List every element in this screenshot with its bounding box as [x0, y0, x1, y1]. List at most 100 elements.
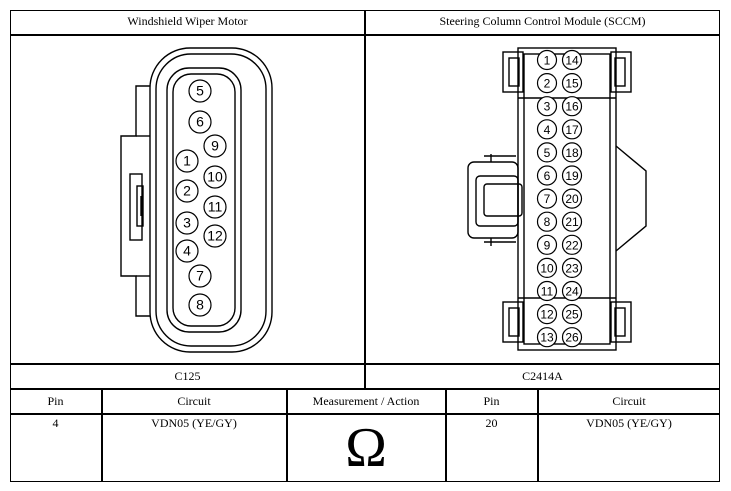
pin-8: 8 — [188, 293, 212, 317]
pin-11: 11 — [536, 280, 558, 302]
divider-col-1 — [101, 388, 103, 482]
pin-7: 7 — [188, 264, 212, 288]
svg-text:3: 3 — [183, 215, 191, 231]
divider-id-row-bottom — [10, 388, 720, 390]
table-header-pin-b: Pin — [483, 394, 500, 408]
pin-9: 9 — [536, 234, 558, 255]
svg-text:4: 4 — [183, 243, 191, 259]
pin-12: 12 — [203, 224, 227, 248]
divider-title-row — [10, 34, 720, 36]
pin-1: 1 — [175, 149, 199, 173]
svg-text:25: 25 — [565, 308, 579, 322]
svg-text:18: 18 — [565, 146, 579, 160]
svg-text:16: 16 — [565, 100, 579, 114]
svg-text:22: 22 — [565, 238, 579, 252]
pin-10: 10 — [203, 165, 227, 189]
svg-text:11: 11 — [541, 285, 554, 299]
svg-text:2: 2 — [183, 183, 191, 199]
pin-5: 5 — [536, 142, 558, 163]
svg-text:6: 6 — [544, 169, 551, 183]
svg-text:13: 13 — [540, 331, 554, 345]
pin-4: 4 — [536, 119, 558, 140]
pin-14: 14 — [561, 49, 583, 71]
pin-10: 10 — [536, 257, 558, 278]
svg-text:14: 14 — [565, 54, 579, 68]
svg-text:3: 3 — [544, 100, 551, 114]
svg-text:26: 26 — [565, 331, 579, 345]
svg-text:9: 9 — [544, 238, 551, 252]
svg-text:6: 6 — [196, 114, 204, 130]
svg-text:7: 7 — [196, 268, 204, 284]
pin-22: 22 — [561, 234, 583, 255]
pin-26: 26 — [561, 327, 583, 348]
pin-6: 6 — [188, 110, 212, 134]
svg-text:2: 2 — [544, 77, 551, 91]
table-header-circuit-b: Circuit — [612, 394, 646, 408]
svg-text:7: 7 — [544, 192, 551, 206]
pin-6: 6 — [536, 165, 558, 186]
svg-text:24: 24 — [565, 285, 579, 299]
svg-text:19: 19 — [565, 169, 579, 183]
table-header-circuit-a: Circuit — [177, 394, 211, 408]
table-header-measurement: Measurement / Action — [312, 394, 420, 408]
divider-col-3 — [445, 388, 447, 482]
svg-text:11: 11 — [208, 199, 223, 215]
pin-16: 16 — [561, 96, 583, 117]
pin-15: 15 — [561, 72, 583, 94]
pin-12: 12 — [536, 304, 558, 325]
pin-9: 9 — [203, 134, 227, 158]
svg-text:1: 1 — [183, 153, 191, 169]
svg-text:12: 12 — [207, 228, 223, 244]
svg-text:17: 17 — [565, 123, 579, 137]
pin-20: 20 — [561, 188, 583, 209]
right-connector-id: C2414A — [522, 369, 563, 383]
pin-18: 18 — [561, 142, 583, 163]
svg-text:4: 4 — [544, 123, 551, 137]
left-connector-title: Windshield Wiper Motor — [127, 14, 248, 28]
left-connector-id: C125 — [174, 369, 201, 383]
pin-4: 4 — [175, 239, 199, 263]
svg-text:1: 1 — [544, 54, 551, 68]
ohm-meter-icon: Ω — [345, 417, 387, 479]
right-connector-title: Steering Column Control Module (SCCM) — [439, 14, 646, 28]
pin-25: 25 — [561, 304, 583, 325]
pin-1: 1 — [536, 49, 558, 71]
connector-outer-shell — [149, 47, 273, 353]
pin-2: 2 — [536, 72, 558, 94]
svg-text:5: 5 — [196, 83, 204, 99]
table-cell-circuit-a: VDN05 (YE/GY) — [151, 416, 237, 430]
pin-2: 2 — [175, 179, 199, 203]
pin-17: 17 — [561, 119, 583, 140]
table-cell-pin-a: 4 — [52, 416, 59, 430]
divider-id-row-top — [10, 363, 720, 365]
svg-text:12: 12 — [540, 308, 554, 322]
svg-text:15: 15 — [565, 77, 579, 91]
sccm-connector-diagram: 1234567891011121314151617181920212223242… — [467, 47, 647, 351]
divider-vertical-top — [364, 10, 366, 390]
wiper-motor-connector-diagram: 5 69 1 10 2 11 3 12 47 8 — [120, 47, 273, 353]
pin-13: 13 — [536, 327, 558, 348]
svg-text:10: 10 — [207, 169, 223, 185]
svg-text:23: 23 — [565, 261, 579, 275]
pin-8: 8 — [536, 211, 558, 232]
pin-19: 19 — [561, 165, 583, 186]
divider-table-header — [10, 413, 720, 415]
svg-text:9: 9 — [211, 138, 219, 154]
pin-21: 21 — [561, 211, 583, 232]
table-cell-pin-b: 20 — [485, 416, 498, 430]
divider-col-2 — [286, 388, 288, 482]
svg-text:8: 8 — [196, 297, 204, 313]
svg-text:8: 8 — [544, 215, 551, 229]
svg-text:21: 21 — [565, 215, 579, 229]
svg-text:5: 5 — [544, 146, 551, 160]
pin-11: 11 — [203, 195, 227, 219]
svg-text:20: 20 — [565, 192, 579, 206]
pin-3: 3 — [536, 96, 558, 117]
table-header-pin-a: Pin — [47, 394, 64, 408]
table-cell-circuit-b: VDN05 (YE/GY) — [586, 416, 672, 430]
pin-3: 3 — [175, 211, 199, 235]
pin-5: 5 — [188, 79, 212, 103]
divider-col-4 — [537, 388, 539, 482]
pin-7: 7 — [536, 188, 558, 209]
svg-text:10: 10 — [540, 261, 554, 275]
